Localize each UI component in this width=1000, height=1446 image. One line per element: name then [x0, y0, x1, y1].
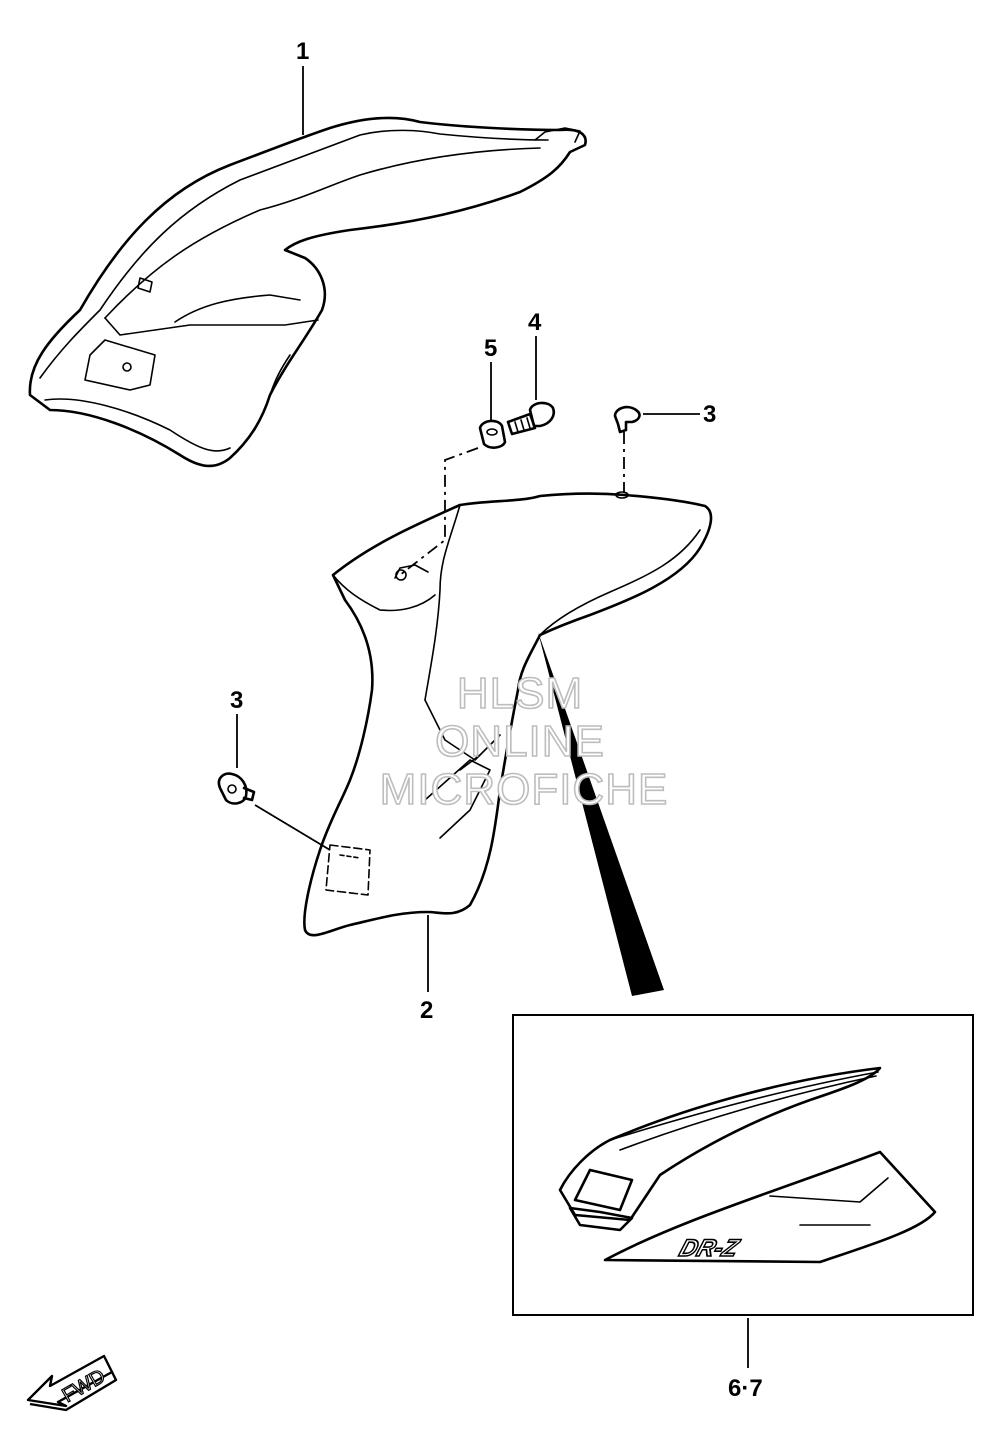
watermark-line-3: MICROFICHE — [380, 765, 669, 814]
callout-part-6-7: 6·7 — [728, 1375, 763, 1402]
callout-part-1: 1 — [296, 38, 309, 65]
callout-part-3-left: 3 — [230, 687, 243, 714]
part-3-bolt-upper — [613, 405, 700, 499]
callout-part-2: 2 — [420, 997, 433, 1024]
watermark: HLSM ONLINE MICROFICHE — [379, 668, 669, 815]
part-4-screw — [506, 336, 556, 436]
emblem-dr-z-text: DR-Z — [676, 1236, 743, 1262]
part-1-shroud-cover — [28, 116, 587, 468]
detail-pointer — [538, 632, 664, 996]
callout-part-4: 4 — [528, 309, 542, 336]
detail-box-emblem: DR-Z — [512, 1014, 974, 1316]
part-5-grommet-nut — [399, 362, 507, 576]
emblem-logo: DR-Z — [675, 1235, 743, 1263]
callout-part-5: 5 — [484, 335, 497, 362]
fwd-arrow-icon: FWD — [26, 1354, 118, 1412]
callout-part-3-upper: 3 — [703, 401, 716, 428]
part-3-bolt-left — [217, 714, 331, 851]
watermark-line-1: HLSM — [457, 669, 583, 718]
part-2-radiator-shroud — [303, 492, 713, 937]
watermark-line-2: ONLINE — [435, 717, 605, 766]
